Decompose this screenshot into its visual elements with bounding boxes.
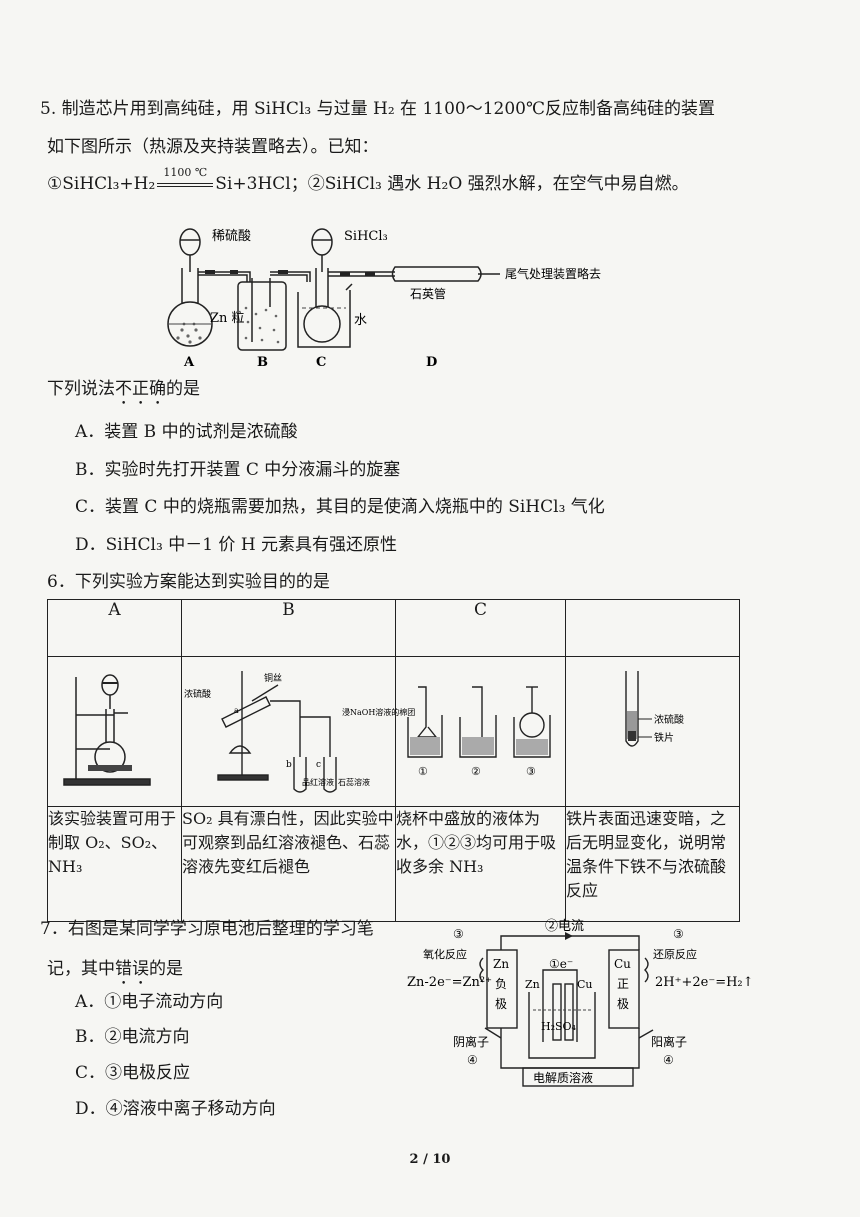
q5-label-water: 水: [354, 313, 367, 328]
q6-cell-b: SO₂ 具有漂白性，因此实验中可观察到品红溶液褪色、石蕊溶液先变红后褪色: [181, 806, 396, 922]
q7-ox-num: ③: [453, 927, 464, 941]
q6b-label-naoh: 浸NaOH溶液的棉团: [342, 707, 415, 717]
q7-anion: 阴离子: [453, 1034, 489, 1049]
q6-figure-b: 浓硫酸 铜丝 a b c 浸NaOH溶液的棉团 品红溶液 石蕊溶液: [181, 656, 415, 807]
q6-header-c: C: [395, 599, 566, 657]
q6d-label-iron: 铁片: [654, 731, 674, 744]
q6b-label-copper: 铜丝: [264, 672, 282, 684]
q5-letter-b: B: [257, 355, 268, 370]
q6c-label-1: ①: [418, 765, 428, 778]
q5-option-a: A．装置 B 中的试剂是浓硫酸: [75, 422, 298, 442]
q5-prompt: 下列说法不正确的是: [47, 379, 200, 399]
q7-zn-box-3: 极: [495, 997, 507, 1011]
q7-label-electron: ①e⁻: [549, 957, 573, 971]
q6c-label-3: ③: [526, 765, 536, 778]
q6b-label-a: a: [234, 706, 239, 715]
q6-cell-c: 烧杯中盛放的液体为水，①②③均可用于吸收多余 NH₃: [395, 806, 566, 922]
q7-option-a: A．①电子流动方向: [75, 992, 224, 1012]
q6b-label-conc-acid: 浓硫酸: [184, 688, 211, 700]
q7-stem-line2: 记，其中错误的是: [47, 959, 183, 979]
q7-cu-box-3: 极: [617, 997, 629, 1011]
q7-label-current: ②电流: [545, 919, 584, 934]
q7-cation: 阳离子: [651, 1034, 687, 1049]
q7-cu-label: Cu: [577, 978, 593, 991]
q5-label-zn: Zn 粒: [210, 311, 245, 326]
q7-cu-box-1: Cu: [614, 957, 631, 971]
q6-header-d: [565, 599, 740, 657]
q7-cu-equation: 2H⁺+2e⁻=H₂↑: [655, 975, 754, 990]
q5-emphasis: 不正确: [115, 379, 166, 399]
q6c-label-2: ②: [471, 765, 481, 778]
q5-letter-d: D: [426, 355, 437, 370]
q7-zn-box-2: 负: [495, 977, 507, 991]
q5-stem-line2: 如下图所示（热源及夹持装置略去）。已知：: [47, 137, 379, 157]
q7-zn-label: Zn: [525, 978, 540, 991]
q7-battery-figure: ②电流 ①e⁻ Zn 负 极 Cu 正 极 ③ 氧化反应 ③ 还原反应 Zn-2…: [407, 919, 754, 1087]
q5-stem-line1: 5. 制造芯片用到高纯硅，用 SiHCl₃ 与过量 H₂ 在 1100～1200…: [40, 99, 715, 119]
q5-letter-c: C: [316, 355, 326, 370]
q6-figure-c: ① ② ③: [395, 656, 566, 807]
q6b-label-pinhong: 品红溶液: [302, 777, 334, 787]
q7-stem-line1: 7．右图是某同学学习原电池后整理的学习笔: [40, 919, 374, 939]
q6b-label-shirui: 石蕊溶液: [338, 777, 370, 787]
q5-option-b: B．实验时先打开装置 C 中分液漏斗的旋塞: [75, 460, 401, 480]
q6b-label-b: b: [286, 760, 292, 770]
q7-ox-label: 氧化反应: [423, 947, 467, 961]
q7-emphasis: 错误: [115, 959, 149, 979]
q7-option-d: D．④溶液中离子移动方向: [75, 1099, 276, 1119]
q7-option-b: B．②电流方向: [75, 1027, 190, 1047]
q6-table: A B C: [47, 599, 740, 922]
q5-option-c: C．装置 C 中的烧瓶需要加热，其目的是使滴入烧瓶中的 SiHCl₃ 气化: [75, 497, 605, 517]
q7-electrolyte: 电解质溶液: [533, 1070, 593, 1085]
q7-red-label: 还原反应: [653, 947, 697, 961]
q6-figure-a: [47, 656, 182, 807]
q7-option-c: C．③电极反应: [75, 1063, 191, 1083]
q5-letter-a: A: [183, 355, 195, 370]
q6-figure-d: 浓硫酸 铁片: [565, 656, 740, 807]
q6b-label-c: c: [316, 760, 321, 770]
q7-cation-num: ④: [663, 1053, 674, 1067]
q6d-label-acid: 浓硫酸: [654, 713, 684, 726]
q7-zn-box-1: Zn: [493, 957, 509, 971]
q6-cell-d: 铁片表面迅速变暗，之后无明显变化，说明常温条件下铁不与浓硫酸反应: [565, 806, 740, 922]
q7-zn-equation: Zn-2e⁻=Zn²⁺: [407, 975, 492, 990]
q5-known-part1: ①SiHCl₃+H₂: [47, 174, 156, 194]
q7-h2so4: H₂SO₄: [541, 1020, 577, 1033]
q5-label-sihcl3: SiHCl₃: [344, 229, 388, 244]
page-number: 2 / 10: [409, 1152, 451, 1167]
q6-header-b: B: [181, 599, 396, 657]
q5-option-d: D．SiHCl₃ 中－1 价 H 元素具有强还原性: [75, 535, 398, 555]
q5-label-tail: 尾气处理装置略去: [505, 266, 601, 281]
q7-anion-num: ④: [467, 1053, 478, 1067]
q5-reaction-condition: 1100 ℃: [155, 166, 215, 195]
q7-cu-box-2: 正: [617, 977, 629, 991]
q5-label-tube: 石英管: [410, 286, 446, 301]
q5-known-part2: Si+3HCl；②SiHCl₃ 遇水 H₂O 强烈水解，在空气中易自燃。: [215, 174, 689, 194]
q7-red-num: ③: [673, 927, 684, 941]
q6-header-a: A: [47, 599, 182, 657]
q6-stem: 6．下列实验方案能达到实验目的的是: [47, 572, 330, 592]
q5-apparatus-figure: 稀硫酸 SiHCl₃ Zn 粒 水 石英管 尾气处理装置略去 A B C D: [167, 228, 601, 370]
q6-cell-a: 该实验装置可用于制取 O₂、SO₂、NH₃: [47, 806, 182, 922]
q5-label-acid: 稀硫酸: [212, 229, 251, 244]
